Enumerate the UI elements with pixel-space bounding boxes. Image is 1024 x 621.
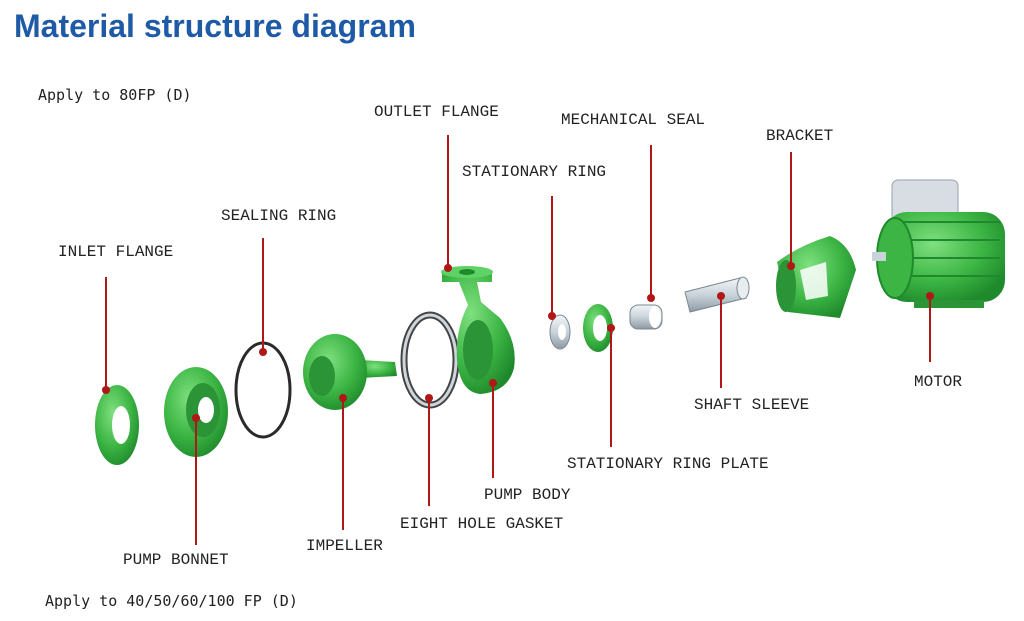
leader-lines <box>102 135 934 545</box>
leader-dot-stationary-ring <box>548 312 556 320</box>
label-eight-hole-gasket: EIGHT HOLE GASKET <box>400 515 563 533</box>
leader-dot-sealing-ring <box>259 348 267 356</box>
leader-dot-motor <box>926 292 934 300</box>
sealing-ring-part <box>234 341 292 439</box>
leader-dot-impeller <box>339 394 347 402</box>
label-motor: MOTOR <box>914 373 962 391</box>
leader-dot-pump-bonnet <box>192 414 200 422</box>
leader-dot-outlet-flange <box>444 264 452 272</box>
label-outlet-flange: OUTLET FLANGE <box>374 103 499 121</box>
label-impeller: IMPELLER <box>306 537 383 555</box>
pump-body-part <box>441 266 515 394</box>
part-labels: INLET FLANGE PUMP BONNET SEALING RING IM… <box>58 103 962 569</box>
label-sealing-ring: SEALING RING <box>221 207 336 225</box>
leader-dot-shaft-sleeve <box>717 292 725 300</box>
leader-dot-inlet-flange <box>102 386 110 394</box>
label-inlet-flange: INLET FLANGE <box>58 243 173 261</box>
label-shaft-sleeve: SHAFT SLEEVE <box>694 396 809 414</box>
inlet-flange-part <box>95 385 139 465</box>
page-title: Material structure diagram <box>14 8 416 44</box>
eight-hole-gasket-part <box>400 311 460 409</box>
motor-part <box>872 179 1005 308</box>
label-bracket: BRACKET <box>766 127 833 145</box>
leader-dot-pump-body <box>489 379 497 387</box>
applicability-note-bottom: Apply to 40/50/60/100 FP (D) <box>45 592 298 610</box>
leader-dot-bracket <box>787 262 795 270</box>
leader-dot-mechanical-seal <box>647 294 655 302</box>
bracket-part <box>776 236 856 318</box>
leader-dot-eight-hole-gasket <box>425 394 433 402</box>
label-stationary-ring-plate: STATIONARY RING PLATE <box>567 455 769 473</box>
label-pump-bonnet: PUMP BONNET <box>123 551 229 569</box>
stationary-ring-part <box>549 314 571 350</box>
applicability-note-top: Apply to 80FP (D) <box>38 86 192 104</box>
stationary-ring-plate-part <box>583 304 613 352</box>
impeller-part <box>303 334 397 410</box>
pump-bonnet-part <box>164 367 228 457</box>
shaft-sleeve-part <box>684 276 750 313</box>
label-mechanical-seal: MECHANICAL SEAL <box>561 111 705 129</box>
label-stationary-ring: STATIONARY RING <box>462 163 606 181</box>
mechanical-seal-part <box>629 304 663 330</box>
label-pump-body: PUMP BODY <box>484 486 571 504</box>
leader-dot-stationary-ring-plate <box>607 324 615 332</box>
